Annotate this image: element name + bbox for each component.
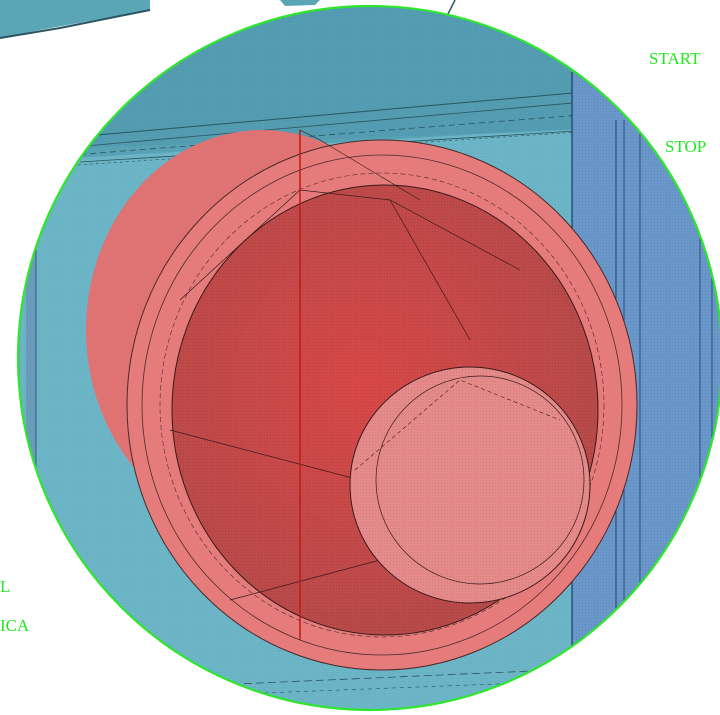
start-label[interactable]: START xyxy=(649,49,701,68)
stop-label[interactable]: STOP xyxy=(665,137,707,156)
ica-label[interactable]: ICA xyxy=(0,616,30,635)
lens-outline xyxy=(17,5,720,711)
outer-plate xyxy=(0,0,456,39)
red-optical-element xyxy=(86,129,638,671)
l-label[interactable]: L xyxy=(0,577,11,596)
